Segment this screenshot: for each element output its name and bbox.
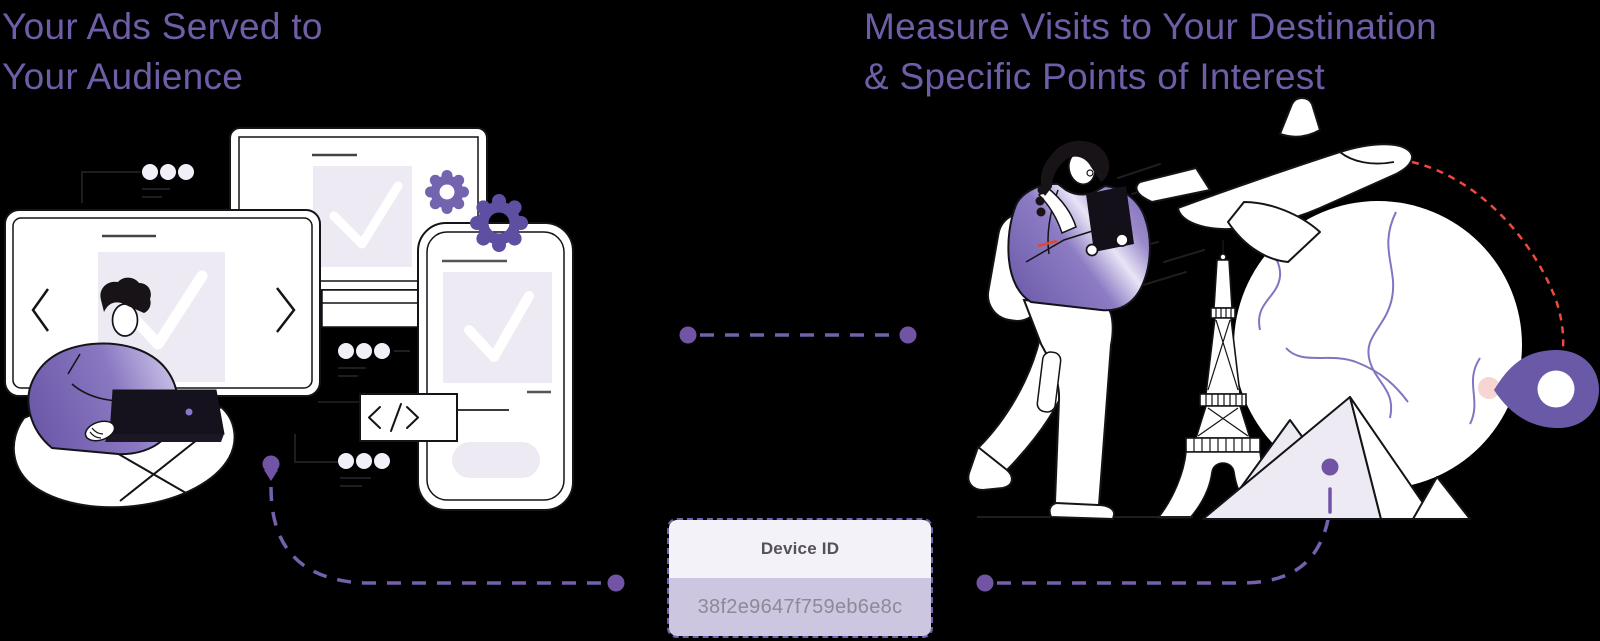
device-id-flow-left [262, 455, 625, 592]
code-snippet-icon [318, 393, 509, 442]
destination-dot [1321, 458, 1339, 514]
chevron-left-icon [31, 288, 50, 332]
device-id-card: Device ID 38f2e9647f759eb6e8c [667, 518, 933, 638]
code-dots-icon [338, 343, 410, 377]
pink-dot [1478, 377, 1500, 399]
airplane-icon [1135, 97, 1413, 263]
smartphone-icon [417, 222, 574, 511]
heading-right-line2: & Specific Points of Interest [864, 56, 1326, 97]
device-id-value: 38f2e9647f759eb6e8c [669, 578, 931, 636]
ads-illustration [4, 127, 574, 511]
code-dots-icon [294, 434, 390, 487]
location-pin-icon [1494, 349, 1599, 429]
eiffel-tower-icon [1156, 240, 1290, 519]
heading-left-line2: Your Audience [2, 56, 244, 97]
heading-left-line1: Your Ads Served to [2, 6, 323, 47]
heading-left: Your Ads Served to Your Audience [2, 2, 323, 102]
traveler-with-phone [967, 140, 1193, 521]
device-id-flow-middle [679, 326, 917, 344]
gear-icon [470, 194, 528, 252]
person-with-laptop [12, 277, 236, 509]
browser-window-dots-icon [81, 164, 194, 203]
visits-illustration [967, 97, 1599, 521]
device-id-flow-right [976, 500, 1332, 592]
heading-right-line1: Measure Visits to Your Destination [864, 6, 1438, 47]
pyramids-icon [1202, 396, 1471, 520]
gear-icon [425, 170, 469, 214]
chevron-right-icon [276, 287, 296, 333]
heading-right: Measure Visits to Your Destination & Spe… [864, 2, 1437, 102]
device-id-label: Device ID [669, 520, 931, 578]
flight-path-red-dashed [1411, 160, 1565, 349]
